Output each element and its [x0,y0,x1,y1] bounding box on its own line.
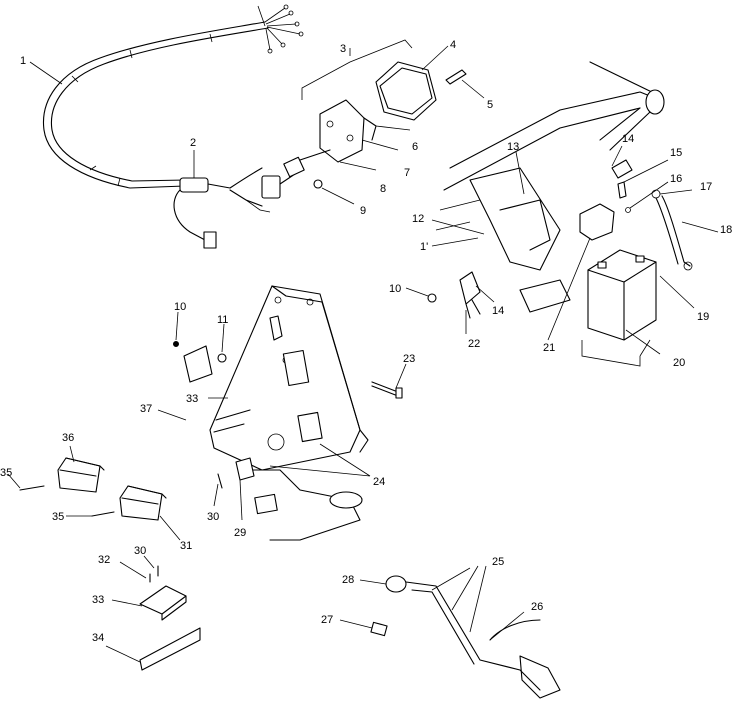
callout-5: 5 [487,99,493,111]
battery-strap [651,189,693,271]
taillight-assembly [299,39,467,189]
callout-13: 13 [507,141,519,153]
callout-6: 6 [412,141,418,153]
callout-23: 23 [403,353,415,365]
callout-18: 18 [720,224,732,236]
callout-10-left: 10 [174,301,186,313]
callout-25: 25 [492,556,504,568]
callout-11-prime: 1' [420,241,428,253]
callout-37: 37 [140,403,152,415]
main-bracket [209,285,369,541]
callout-15: 15 [670,147,682,159]
callout-8: 8 [380,183,386,195]
callout-10-right: 10 [389,283,401,295]
ignition-module [173,341,227,383]
callout-22: 22 [468,338,480,350]
callout-28: 28 [342,574,354,586]
callout-14-bottom: 14 [492,305,504,317]
wiring-harness [42,4,304,189]
callout-labels: 1 2 3 4 5 6 7 8 9 10 10 11 1' 12 13 14 1… [0,39,732,644]
callout-34: 34 [92,632,104,644]
callout-9: 9 [360,205,366,217]
callout-33-lower: 33 [92,594,104,606]
callout-2: 2 [190,137,196,149]
callout-12: 12 [412,213,424,225]
fasteners-right [427,159,633,319]
callout-1: 1 [20,55,26,67]
callout-29: 29 [234,527,246,539]
switch-assembly [173,156,305,249]
connector-29 [217,457,278,515]
bracket-33 [139,565,187,621]
callout-4: 4 [450,39,456,51]
callout-27: 27 [321,614,333,626]
callout-3: 3 [340,43,346,55]
callout-21: 21 [543,342,555,354]
callout-17: 17 [700,181,712,193]
callout-30-upper: 30 [207,511,219,523]
callout-14-top: 14 [622,133,634,145]
sensor-harness [370,575,561,699]
battery [579,203,657,367]
frame-rail [435,61,665,313]
callout-26: 26 [531,601,543,613]
callout-11: 11 [217,314,228,326]
relay-31 [91,485,167,521]
relay-36 [19,457,105,493]
callout-35-lower: 35 [52,511,64,523]
callout-30-lower: 30 [134,545,146,557]
callout-32: 32 [98,554,110,566]
bolt-23 [371,381,403,399]
callout-19: 19 [697,311,709,323]
callout-24: 24 [373,476,385,488]
callout-31: 31 [180,540,192,552]
callout-16: 16 [670,173,682,185]
callout-36: 36 [62,432,74,444]
callout-35-left: 35 [0,467,12,479]
leader-lines [7,45,719,663]
callout-33-upper: 33 [186,393,198,405]
strip-34 [139,627,201,671]
callout-7: 7 [404,167,410,179]
callout-20: 20 [673,357,685,369]
